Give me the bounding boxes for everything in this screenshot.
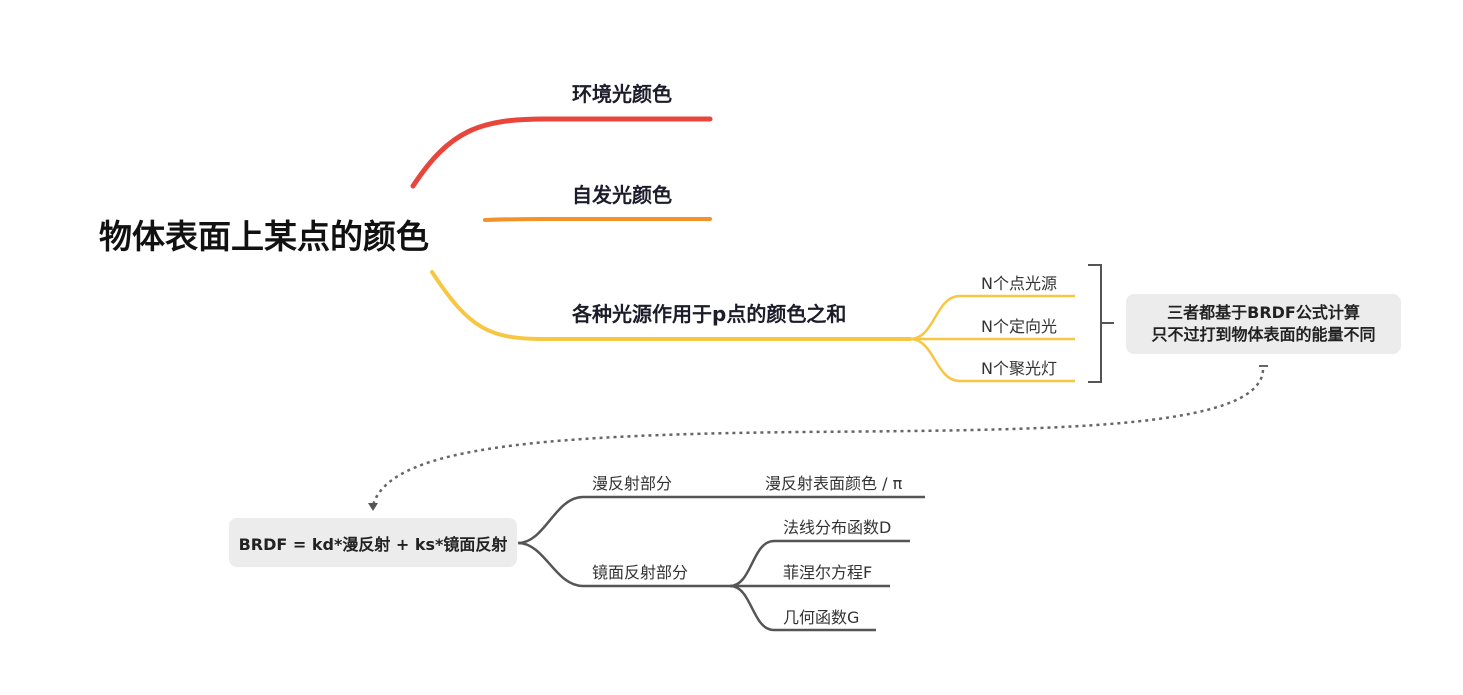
brdf-formula-node[interactable]: BRDF = kd*漫反射 + ks*镜面反射 xyxy=(229,518,517,567)
summary-note[interactable]: 三者都基于BRDF公式计算 只不过打到物体表面的能量不同 xyxy=(1126,294,1401,354)
leaf-normal-distribution[interactable]: 法线分布函数D xyxy=(783,518,892,537)
leaf-directional-lights[interactable]: N个定向光 xyxy=(981,317,1057,336)
branch-line-emissive xyxy=(483,217,712,222)
summary-bracket xyxy=(1088,264,1114,383)
leaf-point-lights[interactable]: N个点光源 xyxy=(981,274,1057,293)
brdf-formula-label: BRDF = kd*漫反射 + ks*镜面反射 xyxy=(238,534,508,554)
leaf-fresnel[interactable]: 菲涅尔方程F xyxy=(783,563,873,582)
node-specular-part[interactable]: 镜面反射部分 xyxy=(592,563,689,582)
branch-ambient-color[interactable]: 环境光颜色 xyxy=(572,82,672,106)
brdf-line-specular xyxy=(517,541,730,588)
specular-line-ndf xyxy=(729,539,910,588)
leaf-geometry-function[interactable]: 几何函数G xyxy=(783,608,860,627)
summary-note-line1: 三者都基于BRDF公式计算 xyxy=(1167,303,1360,322)
branch-lights-sum[interactable]: 各种光源作用于p点的颜色之和 xyxy=(572,302,847,326)
sub-line-point-lights xyxy=(909,294,1075,341)
summary-note-line2: 只不过打到物体表面的能量不同 xyxy=(1151,325,1376,344)
dotted-connector xyxy=(371,369,1265,506)
leaf-spot-lights[interactable]: N个聚光灯 xyxy=(981,359,1057,378)
branch-line-ambient xyxy=(410,116,713,189)
node-diffuse-part[interactable]: 漫反射部分 xyxy=(592,474,673,493)
leaf-diffuse-color[interactable]: 漫反射表面颜色 / π xyxy=(765,474,903,493)
branch-line-lights-sum xyxy=(430,270,912,341)
root-topic[interactable]: 物体表面上某点的颜色 xyxy=(99,217,429,256)
connector-arrowhead xyxy=(368,503,378,511)
brdf-line-diffuse xyxy=(517,495,925,545)
sub-line-spot-lights xyxy=(909,337,1075,383)
specular-line-geometry xyxy=(729,584,876,632)
branch-emissive-color[interactable]: 自发光颜色 xyxy=(572,183,672,207)
